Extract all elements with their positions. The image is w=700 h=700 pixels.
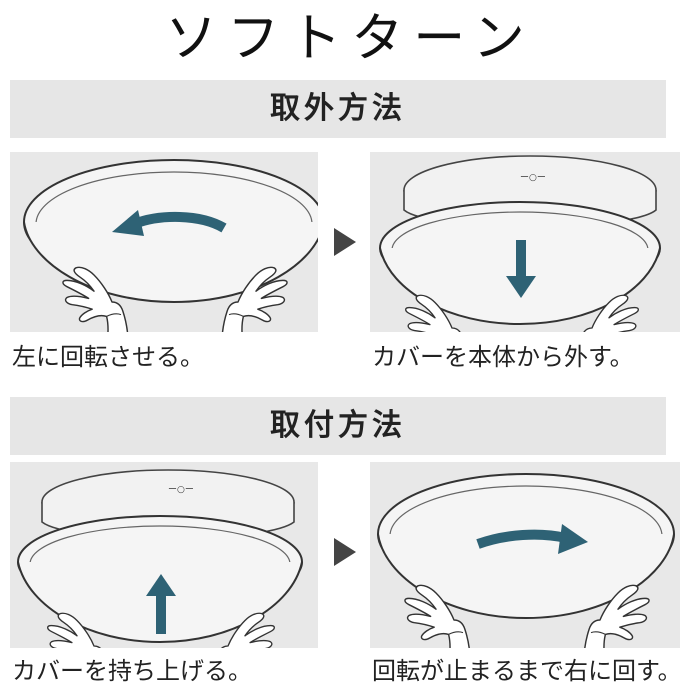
curved-arrow-right-icon — [476, 524, 588, 554]
step-caption: カバーを本体から外す。 — [372, 343, 634, 371]
step-caption: 回転が止まるまで右に回す。 — [372, 657, 682, 685]
step-caption: カバーを持ち上げる。 — [12, 657, 252, 685]
triangle-right-icon — [334, 538, 356, 566]
curved-arrow-left-icon — [112, 210, 227, 236]
illustration-remove-down: ー○ー — [370, 152, 680, 332]
step-caption: 左に回転させる。 — [12, 343, 204, 371]
section-heading-removal: 取外方法 — [10, 80, 666, 138]
svg-text:ー○ー: ー○ー — [168, 485, 194, 495]
arrow-down-icon — [506, 240, 536, 298]
illustration-rotate-left — [10, 152, 318, 332]
section-heading-install: 取付方法 — [10, 397, 666, 455]
svg-text:ー○ー: ー○ー — [520, 173, 546, 183]
page-title: ソフトターン — [165, 9, 535, 69]
illustration-lift-up: ー○ー — [10, 462, 318, 648]
arrow-up-icon — [146, 574, 176, 634]
triangle-right-icon — [334, 228, 356, 256]
illustration-rotate-right — [370, 462, 680, 648]
